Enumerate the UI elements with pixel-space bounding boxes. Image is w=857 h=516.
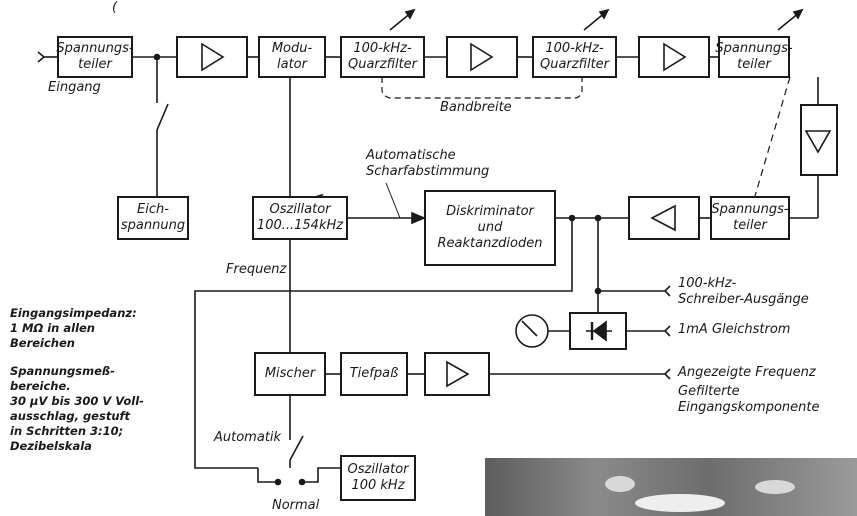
adjust-arrowhead-st <box>792 8 804 20</box>
oszillator-block: Oszillator 100...154kHz <box>252 196 348 240</box>
note-bereiche: Spannungsmeß- bereiche. 30 µV bis 300 V … <box>10 364 144 453</box>
terminal-gleichstrom <box>663 325 671 337</box>
quarzfilter-block-2: 100-kHz- Quarzfilter <box>532 36 617 78</box>
wire-normal-loop <box>257 467 340 483</box>
label-automatik: Automatik <box>214 430 282 445</box>
label-gefilterte: Gefilterte Eingangskomponente <box>678 384 820 416</box>
note-impedanz: Eingangsimpedanz: 1 MΩ in allen Bereiche… <box>10 306 137 350</box>
photo-fragment <box>485 458 857 516</box>
quarzfilter-block-1: 100-kHz- Quarzfilter <box>340 36 425 78</box>
switch-contact-a <box>274 478 282 486</box>
terminal-frequenz <box>663 368 671 380</box>
amplifier-block-4 <box>800 104 838 176</box>
spannungsteiler-feedback-block: Spannungs- teiler <box>710 196 790 240</box>
header-partial: ( <box>112 0 118 15</box>
meter-needle <box>521 320 538 337</box>
eichspannung-block: Eich- spannung <box>117 196 189 240</box>
wire-frequenz-loop <box>194 218 573 469</box>
label-automatische: Automatische Scharfabstimmung <box>366 148 490 180</box>
switch-automatik <box>289 435 304 461</box>
dashed-bandbreite <box>381 77 583 99</box>
switch-eich <box>156 103 169 131</box>
mischer-block: Mischer <box>254 352 326 396</box>
amplifier-block-3 <box>638 36 710 78</box>
dashed-st-coupling <box>754 76 791 197</box>
amplifier-icon-3 <box>663 42 687 72</box>
terminal-schreiber <box>663 285 671 297</box>
label-eingang: Eingang <box>48 80 101 95</box>
tiefpass-block: Tiefpaß <box>340 352 408 396</box>
pointer-automatische <box>385 182 401 219</box>
amplifier-block-6 <box>424 352 490 396</box>
diskriminator-block: Diskriminator und Reaktanzdioden <box>424 190 556 266</box>
spannungsteiler-output-block: Spannungs- teiler <box>715 36 793 78</box>
adjust-arrowhead-qf2 <box>598 8 610 20</box>
label-angezeigte: Angezeigte Frequenz <box>678 365 816 380</box>
label-gleichstrom: 1mA Gleichstrom <box>678 322 791 337</box>
amplifier-block-5 <box>628 196 700 240</box>
amplifier-icon-2 <box>470 42 494 72</box>
oszillator-100-block: Oszillator 100 kHz <box>340 455 416 501</box>
amplifier-icon-5 <box>650 204 676 232</box>
switch-contact-b <box>298 478 306 486</box>
label-normal: Normal <box>272 498 320 513</box>
adjust-arrowhead-qf1 <box>404 8 416 20</box>
modulator-block: Modu- lator <box>258 36 326 78</box>
amplifier-icon-6 <box>446 360 470 388</box>
label-schreiber: 100-kHz- Schreiber-Ausgänge <box>678 276 809 308</box>
spannungsteiler-input-block: Spannungs- teiler <box>56 36 134 78</box>
amplifier-block-1 <box>176 36 248 78</box>
input-terminal <box>37 51 46 63</box>
amplifier-icon-1 <box>201 42 225 72</box>
arrowhead-osc-disc <box>411 211 427 225</box>
label-frequenz: Frequenz <box>226 262 287 277</box>
label-bandbreite: Bandbreite <box>440 100 512 115</box>
amplifier-icon-4 <box>804 130 832 154</box>
amplifier-block-2 <box>446 36 518 78</box>
